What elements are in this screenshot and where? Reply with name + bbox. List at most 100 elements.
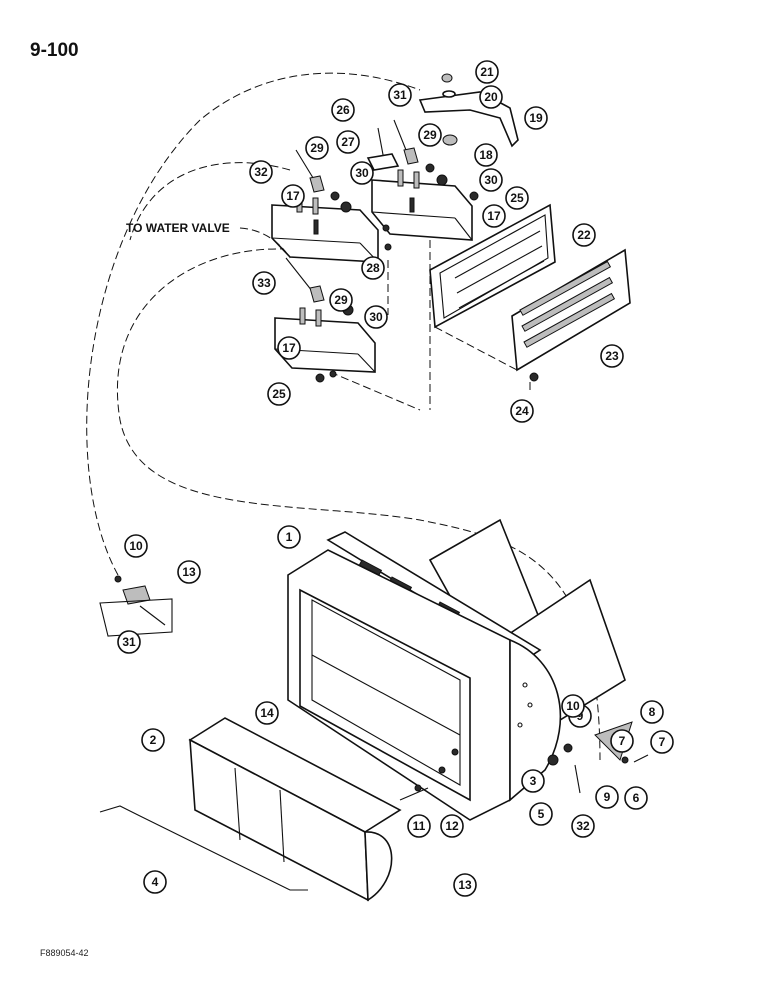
- callout-25: 25: [505, 186, 529, 210]
- callout-1: 1: [277, 525, 301, 549]
- bracket-17-lower: [274, 307, 376, 373]
- callout-label: 1: [286, 530, 293, 544]
- callout-label: 33: [257, 276, 271, 290]
- screw-24: [529, 372, 539, 382]
- callout-label: 7: [619, 734, 626, 748]
- callout-label: 22: [577, 228, 591, 242]
- callout-label: 7: [659, 735, 666, 749]
- callout-label: 27: [341, 135, 355, 149]
- callout-label: 19: [529, 111, 543, 125]
- callout-label: 29: [423, 128, 437, 142]
- callout-31: 31: [388, 83, 412, 107]
- callout-label: 30: [484, 173, 498, 187]
- callout-13: 13: [177, 560, 201, 584]
- callout-3: 3: [521, 769, 545, 793]
- figure-code: F889054-42: [40, 948, 89, 958]
- assembly-lines: [329, 240, 531, 411]
- callout-label: 10: [566, 699, 580, 713]
- callout-10: 10: [561, 694, 585, 718]
- callout-31: 31: [117, 630, 141, 654]
- nut-25-lower: [315, 373, 325, 383]
- to-water-valve-note: TO WATER VALVE: [126, 221, 230, 235]
- callout-label: 29: [310, 141, 324, 155]
- callout-label: 6: [633, 791, 640, 805]
- callout-label: 2: [150, 733, 157, 747]
- cable-path-inner: [117, 248, 601, 761]
- callout-label: 28: [366, 261, 380, 275]
- callout-label: 5: [538, 807, 545, 821]
- callout-label: 32: [576, 819, 590, 833]
- callout-label: 20: [484, 90, 498, 104]
- callout-30: 30: [350, 161, 374, 185]
- grille-22: [429, 203, 556, 329]
- callout-label: 29: [334, 293, 348, 307]
- callout-12: 12: [440, 814, 464, 838]
- callout-label: 9: [604, 790, 611, 804]
- linkage-right: [547, 721, 649, 794]
- callout-label: 30: [369, 310, 383, 324]
- rod-4: [99, 805, 308, 891]
- callout-label: 25: [272, 387, 286, 401]
- grille-23: [511, 248, 631, 372]
- callout-17: 17: [277, 336, 301, 360]
- callout-label: 3: [530, 774, 537, 788]
- cable-path-outer: [86, 72, 421, 576]
- callout-5: 5: [529, 802, 553, 826]
- callout-23: 23: [600, 344, 624, 368]
- callout-label: 13: [182, 565, 196, 579]
- callout-label: 26: [336, 103, 350, 117]
- callout-label: 12: [445, 819, 459, 833]
- callout-label: 21: [480, 65, 494, 79]
- callout-21: 21: [475, 60, 499, 84]
- callout-label: 10: [129, 539, 143, 553]
- callout-label: 17: [286, 189, 300, 203]
- clip-27: [366, 153, 400, 171]
- callout-26: 26: [331, 98, 355, 122]
- callout-33: 33: [252, 271, 276, 295]
- callout-24: 24: [510, 399, 534, 423]
- callout-4: 4: [143, 870, 167, 894]
- callout-label: 31: [122, 635, 136, 649]
- callout-32: 32: [249, 160, 273, 184]
- callout-13: 13: [453, 873, 477, 897]
- callout-18: 18: [474, 143, 498, 167]
- callout-10: 10: [124, 534, 148, 558]
- callout-label: 9: [577, 709, 584, 723]
- callout-17: 17: [281, 184, 305, 208]
- callout-8: 8: [640, 700, 664, 724]
- callout-label: 30: [355, 166, 369, 180]
- callout-7: 7: [650, 730, 674, 754]
- callout-label: 32: [254, 165, 268, 179]
- callout-label: 24: [515, 404, 529, 418]
- callout-29: 29: [329, 288, 353, 312]
- cover-2: [188, 717, 402, 902]
- callout-label: 13: [458, 878, 472, 892]
- callout-27: 27: [336, 130, 360, 154]
- callout-19: 19: [524, 106, 548, 130]
- callout-25: 25: [267, 382, 291, 406]
- callout-11: 11: [407, 814, 431, 838]
- linkage-left: [99, 575, 173, 637]
- callout-29: 29: [418, 123, 442, 147]
- callout-label: 18: [479, 148, 493, 162]
- callout-label: 17: [282, 341, 296, 355]
- housing-1: [287, 518, 626, 821]
- callout-label: 8: [649, 705, 656, 719]
- callout-label: 17: [487, 209, 501, 223]
- callout-label: 11: [413, 819, 426, 833]
- callout-30: 30: [479, 168, 503, 192]
- callout-label: 31: [393, 88, 407, 102]
- bracket-17-right: [371, 169, 473, 241]
- callout-29: 29: [305, 136, 329, 160]
- rod-set: [285, 119, 419, 303]
- callout-label: 14: [260, 706, 274, 720]
- callout-30: 30: [364, 305, 388, 329]
- callout-6: 6: [624, 786, 648, 810]
- callout-20: 20: [479, 85, 503, 109]
- callout-14: 14: [255, 701, 279, 725]
- page-number: 9-100: [30, 40, 79, 61]
- callout-17: 17: [482, 204, 506, 228]
- callout-7: 7: [610, 729, 634, 753]
